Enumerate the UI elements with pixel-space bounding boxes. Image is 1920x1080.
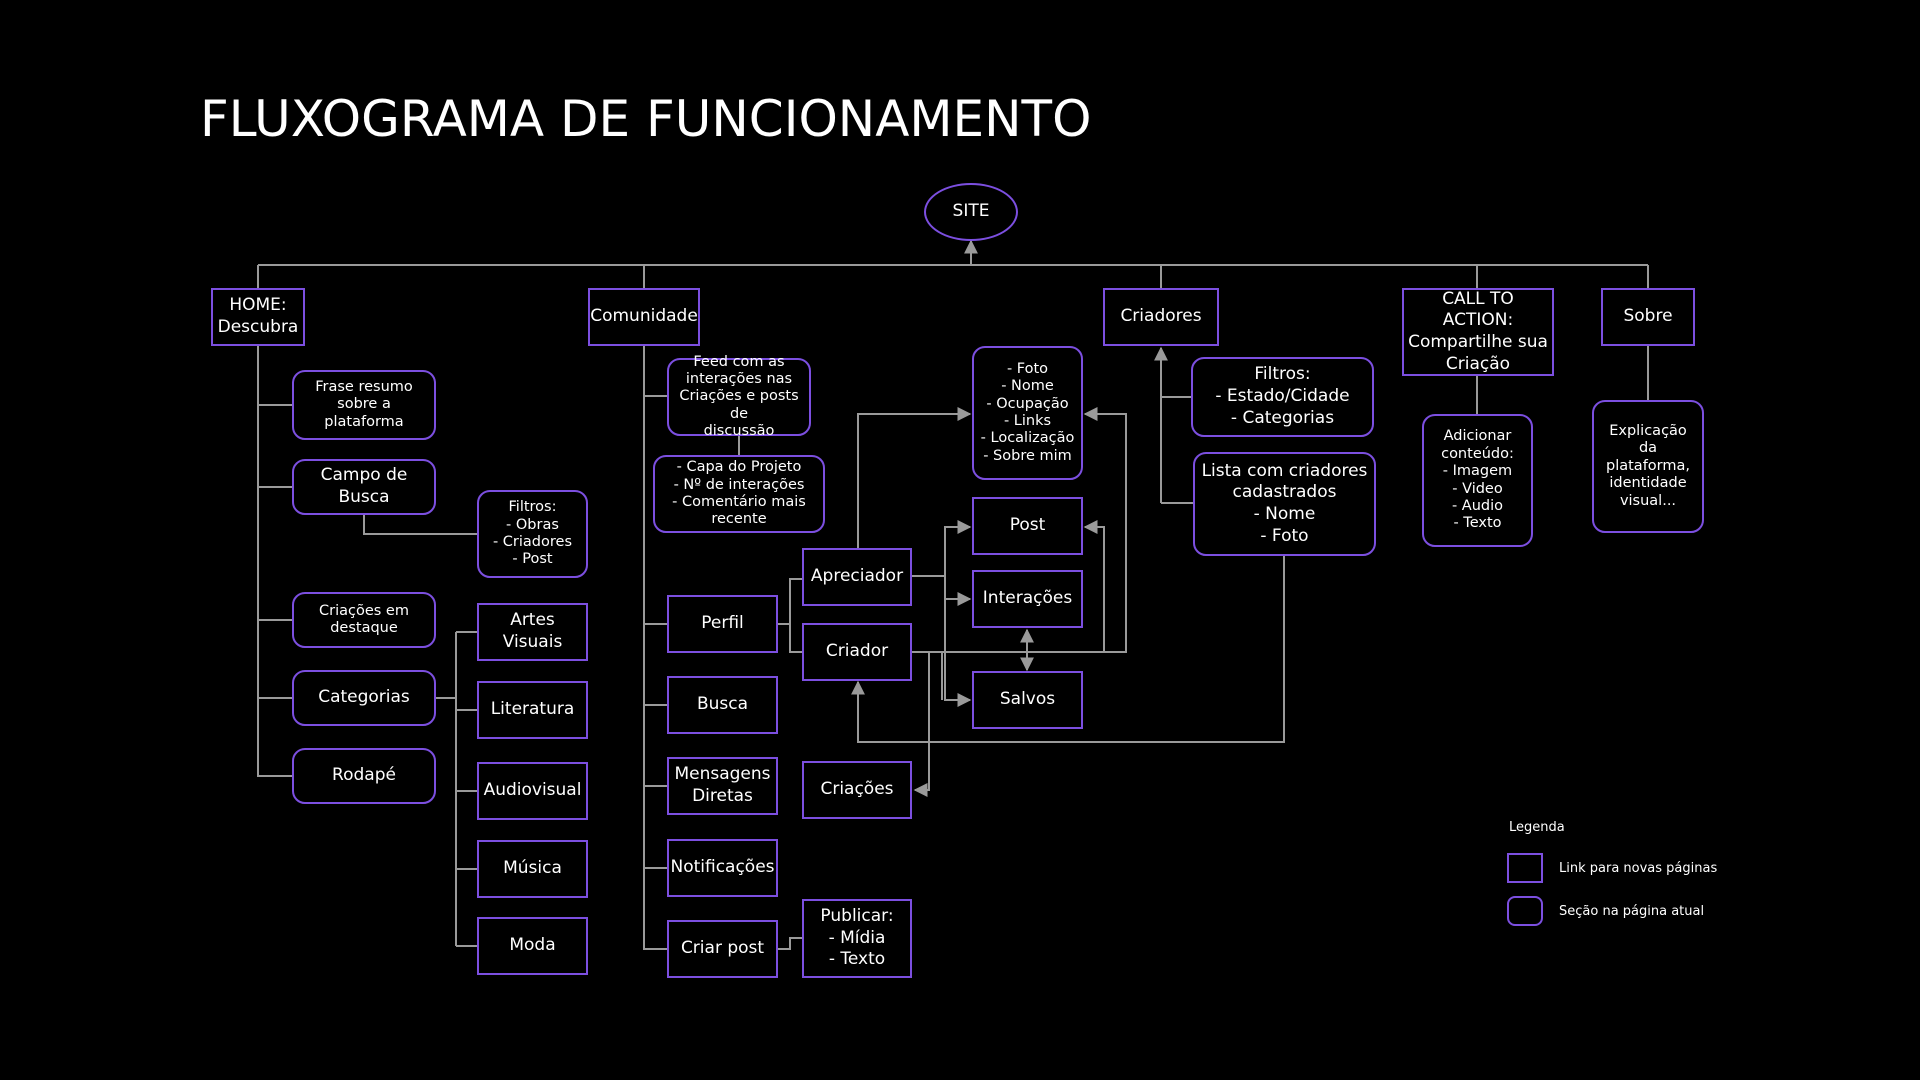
filtros-busca-node: Filtros: - Obras - Criadores - Post	[477, 490, 588, 578]
connector-home-branch	[257, 346, 292, 777]
sobre-node[interactable]: Sobre	[1601, 288, 1695, 346]
mensagens-node[interactable]: Mensagens Diretas	[667, 757, 778, 815]
connector-apreciador-spine	[912, 575, 972, 707]
criacoes-destaque-node: Criações em destaque	[292, 592, 436, 648]
legend-section-label: Seção na página atual	[1559, 904, 1705, 919]
criadores-node[interactable]: Criadores	[1103, 288, 1219, 346]
connector-busca-filtros	[363, 514, 477, 535]
legend-title: Legenda	[1509, 820, 1565, 835]
notificacoes-node[interactable]: Notificações	[667, 839, 778, 897]
connector-perfil-criador	[789, 624, 802, 653]
post-node[interactable]: Post	[972, 497, 1083, 555]
connector-criar-publicar	[778, 937, 802, 950]
frase-resumo-node: Frase resumo sobre a plataforma	[292, 370, 436, 440]
criar-post-node[interactable]: Criar post	[667, 920, 778, 978]
lista-criadores-node: Lista com criadores cadastrados - Nome -…	[1193, 452, 1376, 556]
literatura-node[interactable]: Literatura	[477, 681, 588, 739]
rodape-node: Rodapé	[292, 748, 436, 804]
publicar-node[interactable]: Publicar: - Mídia - Texto	[802, 899, 912, 978]
audiovisual-node[interactable]: Audiovisual	[477, 762, 588, 820]
connector-comunidade-branch	[643, 346, 667, 950]
home-node[interactable]: HOME: Descubra	[211, 288, 305, 346]
criador-node[interactable]: Criador	[802, 623, 912, 681]
page-title: FLUXOGRAMA DE FUNCIONAMENTO	[200, 90, 1092, 148]
perfil-info-node: - Foto - Nome - Ocupação - Links - Local…	[972, 346, 1083, 480]
site-node[interactable]: SITE	[924, 183, 1018, 241]
apreciador-node[interactable]: Apreciador	[802, 548, 912, 606]
legend-page-box	[1507, 853, 1543, 883]
musica-node[interactable]: Música	[477, 840, 588, 898]
connector-criador-right	[912, 407, 1127, 653]
legend-section-box	[1507, 896, 1543, 926]
connector-criador-criacoes	[913, 652, 930, 797]
adicionar-conteudo-node: Adicionar conteúdo: - Imagem - Video - A…	[1422, 414, 1533, 547]
connector-perfil-apreciador	[778, 578, 802, 625]
categorias-node: Categorias	[292, 670, 436, 726]
feed-node: Feed com as interações nas Criações e po…	[667, 354, 811, 439]
explicacao-node: Explicação da plataforma, identidade vis…	[1592, 400, 1704, 533]
legend-page-label: Link para novas páginas	[1559, 861, 1718, 876]
connector-apreciador-post	[944, 520, 972, 576]
cta-node[interactable]: CALL TO ACTION: Compartilhe sua Criação	[1402, 288, 1554, 376]
comunidade-node[interactable]: Comunidade	[588, 288, 700, 346]
salvos-node[interactable]: Salvos	[972, 671, 1083, 729]
connector-criador-post	[1083, 520, 1105, 652]
busca-node[interactable]: Busca	[667, 676, 778, 734]
connector-apreciador-info	[857, 407, 972, 548]
connector-lista-criador	[851, 556, 1285, 743]
artes-visuais-node[interactable]: Artes Visuais	[477, 603, 588, 661]
filtros-criadores-node: Filtros: - Estado/Cidade - Categorias	[1191, 357, 1374, 437]
capa-projeto-node: - Capa do Projeto - Nº de interações - C…	[653, 455, 825, 533]
criacoes-node[interactable]: Criações	[802, 761, 912, 819]
perfil-node[interactable]: Perfil	[667, 595, 778, 653]
interacoes-node[interactable]: Interações	[972, 570, 1083, 628]
campo-busca-node: Campo de Busca	[292, 459, 436, 515]
moda-node[interactable]: Moda	[477, 917, 588, 975]
